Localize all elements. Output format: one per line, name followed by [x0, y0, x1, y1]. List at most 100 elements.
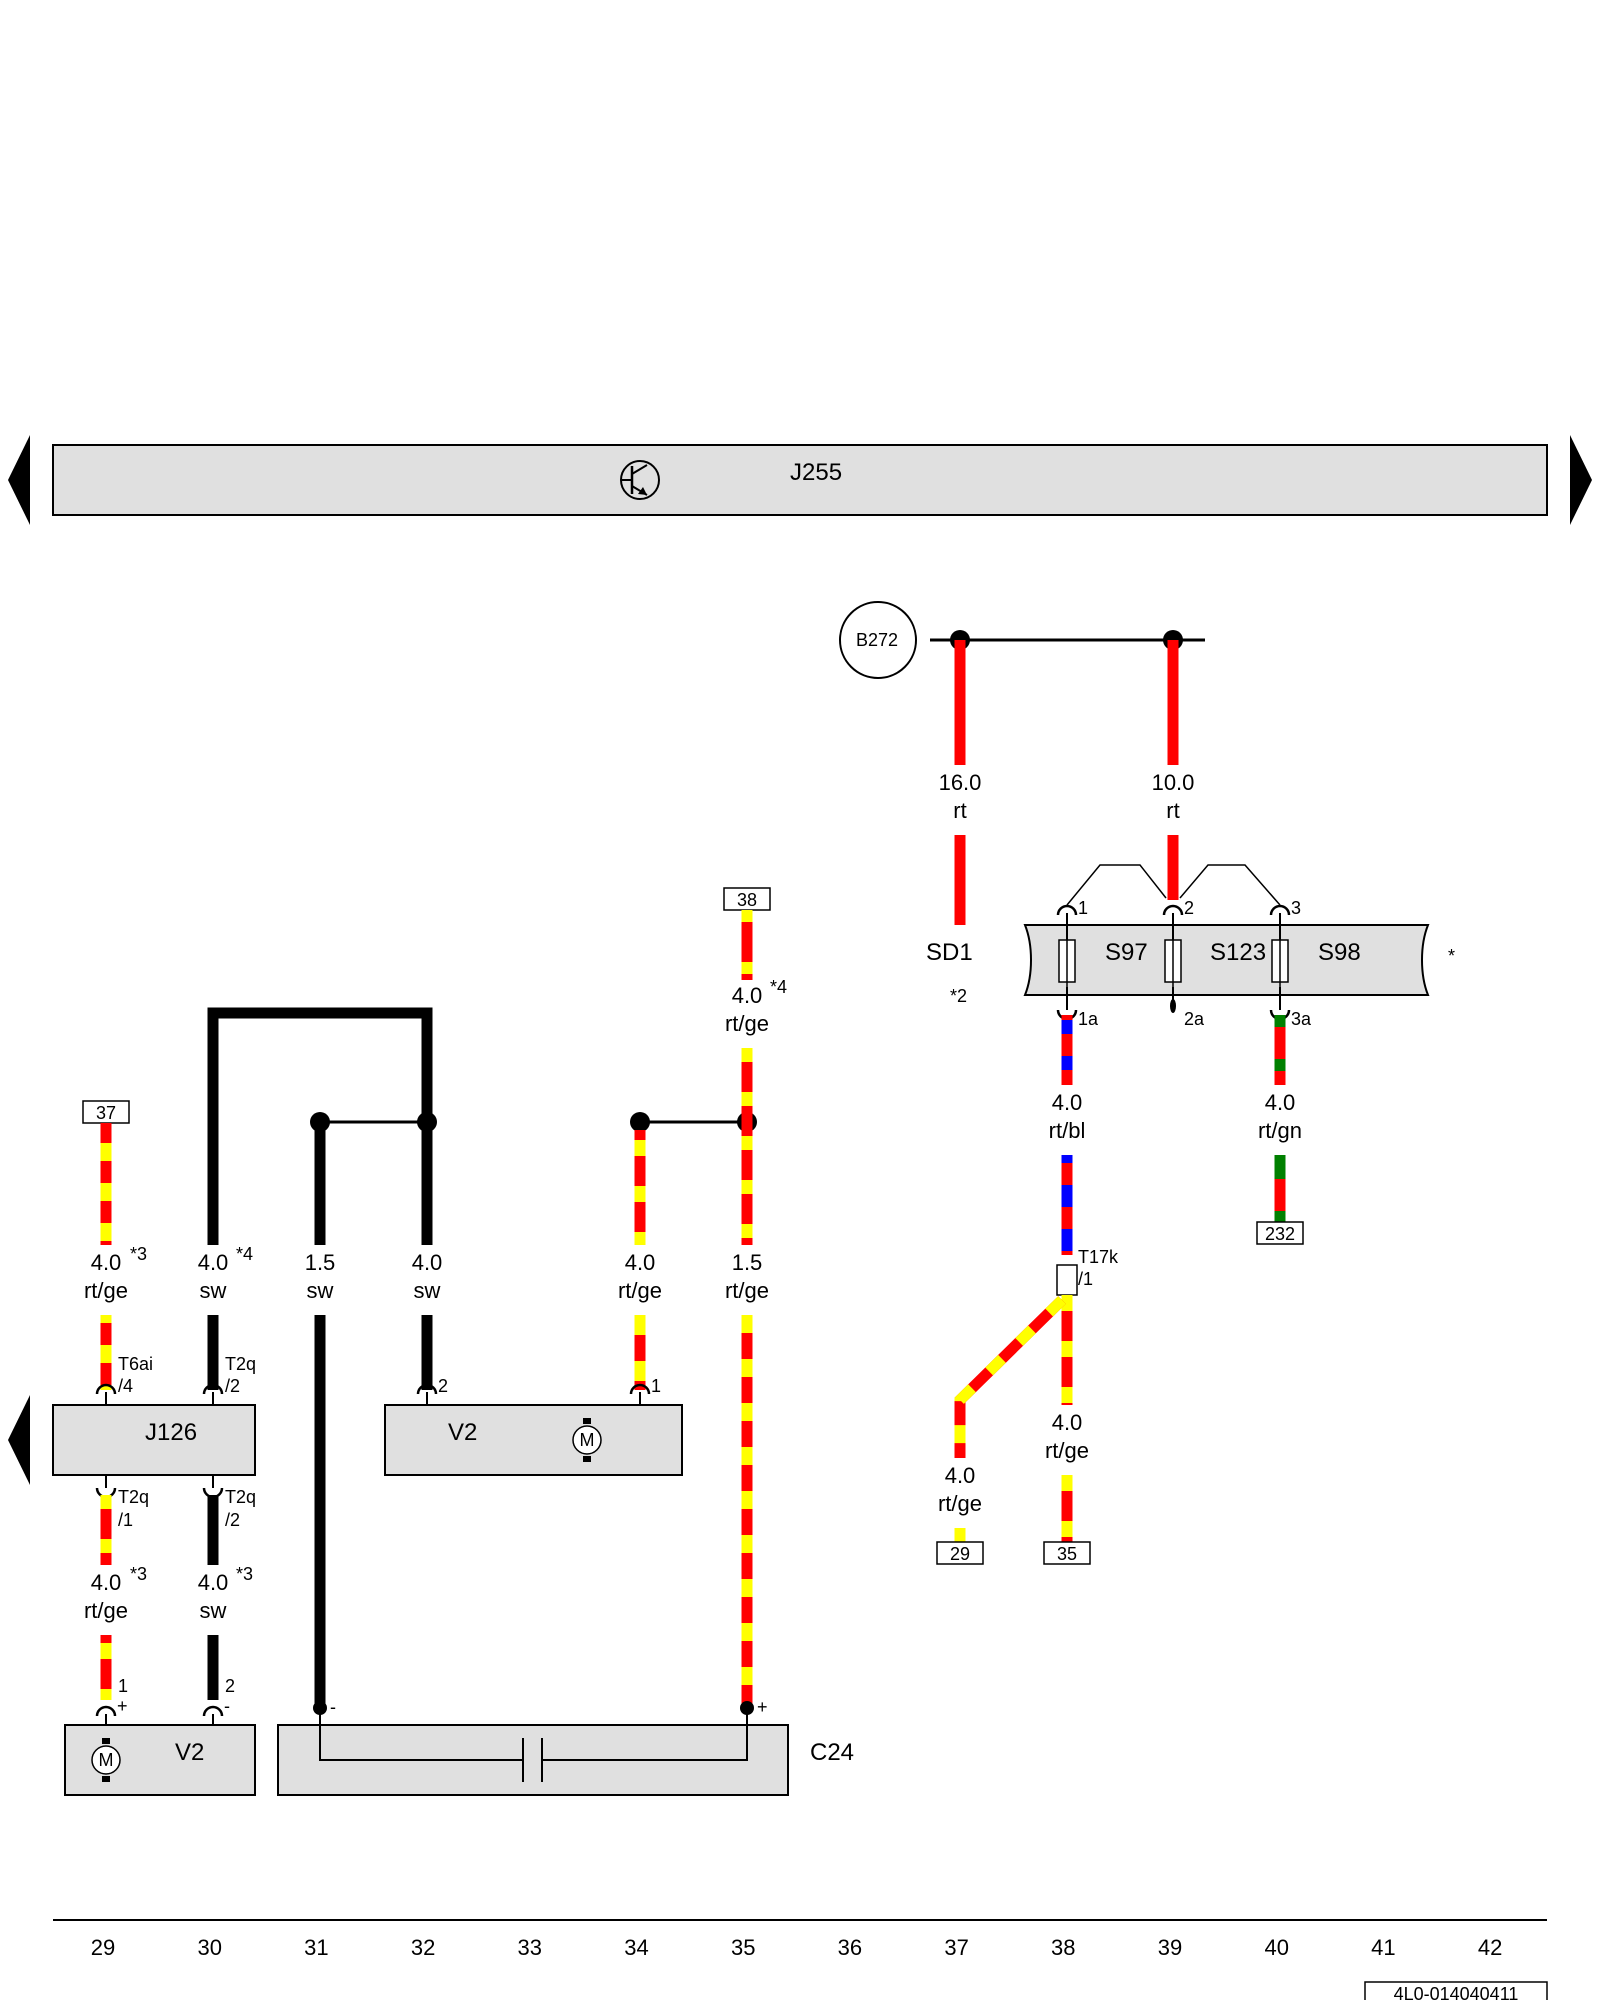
grid-number: 36	[838, 1935, 862, 1960]
motor-icon: M	[572, 1418, 602, 1462]
pin-bottom-2a	[1170, 987, 1176, 1013]
v2-label: V2	[175, 1739, 204, 1766]
wire-color: rt	[953, 798, 966, 823]
connector-pin: /2	[225, 1376, 240, 1396]
pin-label: -	[330, 1697, 336, 1717]
j126-box	[52, 1404, 256, 1476]
connector-pin: /1	[118, 1510, 133, 1530]
wire-black-loop	[207, 1007, 433, 1245]
wire-color: sw	[200, 1278, 227, 1303]
wire-color: sw	[414, 1278, 441, 1303]
sd1-label: SD1	[926, 939, 973, 966]
wire-color: sw	[200, 1598, 227, 1623]
reference-label: 29	[950, 1544, 970, 1564]
pin-2	[416, 1383, 438, 1405]
sd1-note: *2	[950, 986, 967, 1006]
v2-box	[384, 1404, 683, 1476]
pin-label: 1a	[1078, 1009, 1099, 1029]
wire-note: *3	[130, 1564, 147, 1584]
transistor-icon	[620, 460, 660, 500]
connector-pin: /4	[118, 1376, 133, 1396]
left-continuation-arrow[interactable]	[8, 1395, 30, 1485]
grid-number: 37	[944, 1935, 968, 1960]
c24-label: C24	[810, 1739, 854, 1766]
b272-label: B272	[856, 630, 898, 650]
doc-id-box	[1364, 1981, 1548, 2000]
connector-pin	[95, 1475, 117, 1499]
reference-label: 232	[1265, 1224, 1295, 1244]
reference-35[interactable]	[1043, 1541, 1091, 1565]
motor-icon: M	[91, 1738, 121, 1782]
connector-label: T2q	[225, 1487, 256, 1507]
wire-size: 1.5	[305, 1250, 336, 1275]
pin-label: 2	[225, 1676, 235, 1696]
reference-232[interactable]	[1256, 1221, 1304, 1245]
wire-note: *3	[130, 1244, 147, 1264]
pin-label: -	[224, 1696, 230, 1716]
fuse-label: S97	[1105, 939, 1148, 966]
pin-label: 1	[651, 1376, 661, 1396]
wire-color: rt/ge	[84, 1278, 128, 1303]
pin-label: +	[757, 1697, 768, 1717]
wire-color: rt/ge	[725, 1011, 769, 1036]
wire-color: rt/gn	[1258, 1118, 1302, 1143]
junction-dot	[630, 1112, 650, 1132]
grid-number: 30	[197, 1935, 221, 1960]
connector-label: T6ai	[118, 1354, 153, 1374]
grid-number: 29	[91, 1935, 115, 1960]
b272-circle	[839, 601, 917, 679]
v2-label: V2	[448, 1419, 477, 1446]
grid-number: 31	[304, 1935, 328, 1960]
reference-29[interactable]	[936, 1541, 984, 1565]
left-continuation-arrow[interactable]	[8, 435, 30, 525]
wire-size: 4.0	[412, 1250, 443, 1275]
connector-label: T17k	[1078, 1247, 1119, 1267]
grid-number: 32	[411, 1935, 435, 1960]
reference-label: 38	[737, 890, 757, 910]
j255-label: J255	[790, 459, 842, 486]
grid-number: 33	[518, 1935, 542, 1960]
wire-note: *4	[770, 977, 787, 997]
connector-pin: /2	[225, 1510, 240, 1530]
wire-color: sw	[307, 1278, 334, 1303]
fuse-label: S98	[1318, 939, 1361, 966]
wire-note: *3	[236, 1564, 253, 1584]
connector-label: T2q	[225, 1354, 256, 1374]
wire-size: 4.0	[945, 1463, 976, 1488]
fuse-label: S123	[1210, 939, 1266, 966]
pin-label: 2	[438, 1376, 448, 1396]
connector-pin: /1	[1078, 1269, 1093, 1289]
capacitor-lead	[319, 1708, 523, 1761]
pin-label: 2a	[1184, 1009, 1205, 1029]
fuse-box	[1023, 924, 1430, 996]
pin-label: +	[117, 1696, 128, 1716]
capacitor-lead	[542, 1708, 748, 1761]
svg-text:M: M	[580, 1430, 595, 1450]
connector-pin	[202, 1475, 224, 1499]
j255-bar	[52, 444, 1548, 516]
connector-pin	[202, 1383, 224, 1405]
grid-number: 35	[731, 1935, 755, 1960]
wire-color: rt/bl	[1049, 1118, 1086, 1143]
grid-number: 34	[624, 1935, 648, 1960]
reference-label: 37	[96, 1103, 116, 1123]
pin-label: 3a	[1291, 1009, 1312, 1029]
fuse-bridge	[1066, 864, 1167, 906]
wire-color: rt/ge	[618, 1278, 662, 1303]
connector-pin	[95, 1383, 117, 1405]
grid-number: 39	[1158, 1935, 1182, 1960]
pin-plus	[95, 1705, 117, 1725]
wire-note: *4	[236, 1244, 253, 1264]
wire-color: rt/ge	[1045, 1438, 1089, 1463]
right-continuation-arrow[interactable]	[1570, 435, 1592, 525]
j126-label: J126	[145, 1419, 197, 1446]
wire-size: 4.0	[198, 1250, 229, 1275]
pin-label: 1	[1078, 898, 1088, 918]
grid-number: 38	[1051, 1935, 1075, 1960]
pin-label: 2	[1184, 898, 1194, 918]
wire-size: 4.0	[625, 1250, 656, 1275]
reference-label: 35	[1057, 1544, 1077, 1564]
pin-minus	[202, 1705, 224, 1725]
